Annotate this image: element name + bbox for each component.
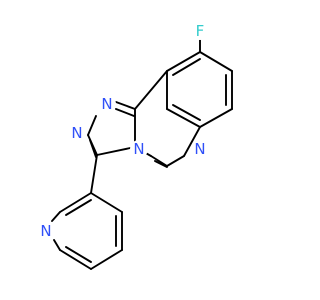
atom-nitrogen-triazole-left: N xyxy=(68,124,86,142)
bond xyxy=(90,192,123,213)
bond xyxy=(89,139,97,158)
bond xyxy=(134,70,168,110)
atom-nitrogen-triazole-top: N xyxy=(98,95,116,113)
bond xyxy=(87,115,97,136)
bond xyxy=(166,155,185,167)
bond xyxy=(150,155,168,167)
bond xyxy=(115,101,136,110)
bond xyxy=(154,160,168,168)
atom-label: N xyxy=(71,124,82,142)
atom-labels: F N N N N N xyxy=(37,22,209,240)
atom-label: F xyxy=(196,22,205,40)
atom-label: N xyxy=(194,140,205,158)
bond xyxy=(65,199,92,216)
bond xyxy=(59,249,92,270)
atom-nitrogen-pyridine: N xyxy=(37,222,55,240)
bond xyxy=(172,104,201,121)
atom-fluorine: F xyxy=(191,22,209,40)
bond xyxy=(90,154,98,194)
bond xyxy=(166,108,201,128)
bond xyxy=(59,192,92,213)
atom-label: N xyxy=(133,140,144,158)
atom-nitrogen-pyrimidine: N xyxy=(191,140,209,158)
bond xyxy=(199,51,233,72)
bond xyxy=(51,211,61,222)
bond xyxy=(199,108,233,128)
bond xyxy=(96,146,136,156)
atom-nitrogen-bridgehead: N xyxy=(130,140,148,158)
bond xyxy=(115,108,135,117)
bond xyxy=(183,126,201,157)
atom-label: N xyxy=(101,95,112,113)
bond xyxy=(172,58,201,76)
bond xyxy=(166,51,201,72)
bond xyxy=(53,239,61,251)
atom-label: N xyxy=(40,222,51,240)
bond xyxy=(65,246,92,263)
molecule-structure-diagram: F N N N N N xyxy=(37,22,233,270)
bond xyxy=(90,249,123,270)
